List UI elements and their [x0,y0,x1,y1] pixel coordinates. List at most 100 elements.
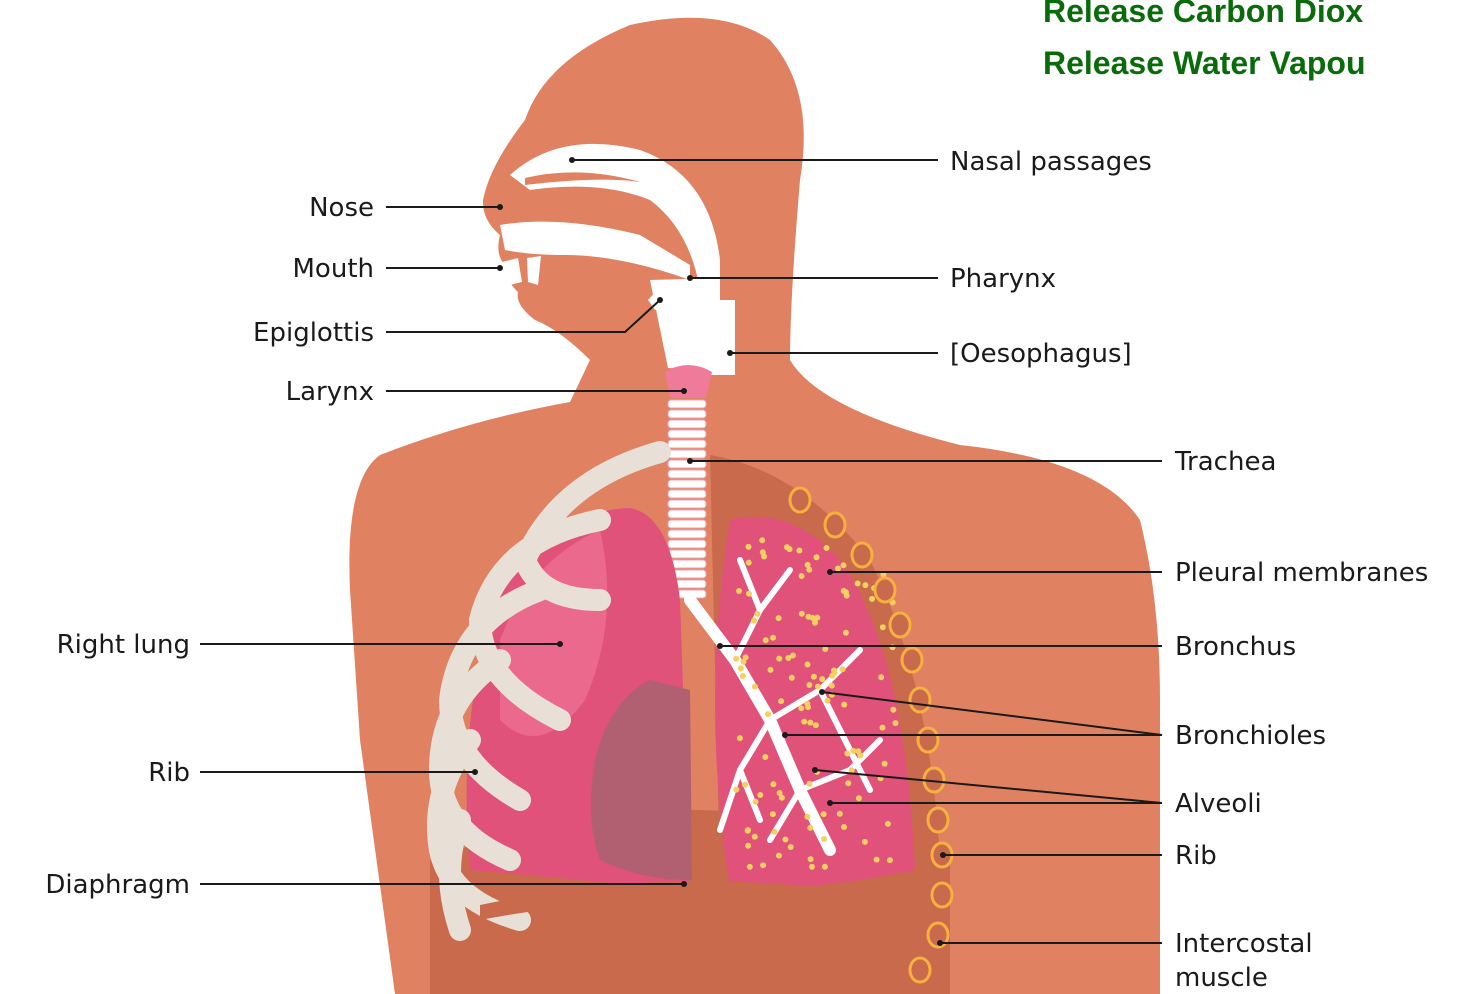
alveolus [837,811,843,817]
intercostal-segment [902,648,922,672]
alveolus [770,811,776,817]
alveolus [862,839,868,845]
intercostal-segment [825,513,845,537]
intercostal-segment [890,613,910,637]
alveolus [753,799,759,805]
alveolus [821,811,827,817]
alveolus [825,698,831,704]
label-nose: Nose [309,193,374,223]
alveolus [855,581,861,587]
alveolus [760,549,766,555]
label-trachea: Trachea [1174,447,1276,477]
alveolus [811,674,817,680]
alveolus [745,843,751,849]
alveolus [804,701,810,707]
alveolus [814,554,820,560]
label-intercostal-line-1: Intercostal [1175,929,1313,959]
alveolus [746,544,752,550]
intercostal-segment [932,883,952,907]
trachea-ring [668,520,706,528]
intercostal-segment [790,488,810,512]
alveolus [844,593,850,599]
alveolus [805,562,811,568]
alveolus [844,751,850,757]
alveolus [856,795,862,801]
label-pharynx: Pharynx [950,264,1056,294]
alveolus [890,707,896,713]
trachea-ring [668,540,706,548]
trachea-ring [668,420,706,428]
alveolus [807,720,813,726]
label-right-lung: Right lung [57,630,190,660]
alveolus [782,837,788,843]
alveolus [815,684,821,690]
alveolus [801,719,807,725]
trachea-ring [668,400,706,408]
alveolus [805,662,811,668]
trachea-ring [668,490,706,498]
alveolus [880,624,886,630]
alveolus [738,665,744,671]
alveolus [757,792,763,798]
trachea-ring [668,530,706,538]
intercostal-segment [918,728,938,752]
alveolus [799,573,805,579]
alveolus [822,864,828,870]
alveolus [770,781,776,787]
alveolus [885,821,891,827]
alveolus [813,722,819,728]
trachea-ring [668,430,706,438]
alveolus [862,582,868,588]
alveolus [878,674,884,680]
alveolus [752,684,758,690]
alveolus [762,754,768,760]
alveolus [831,668,837,674]
alveolus [893,720,899,726]
alveolus [841,824,847,830]
label-bronchus: Bronchus [1175,632,1296,662]
intercostal-segment [910,958,930,982]
alveolus [752,834,758,840]
trachea-ring [668,480,706,488]
alveolus [777,790,783,796]
alveolus [829,683,835,689]
alveolus [882,761,888,767]
alveolus [835,566,841,572]
trachea-ring [668,440,706,448]
header-line-1: Release Carbon Diox [1043,0,1363,29]
alveolus [880,725,886,731]
alveolus [778,698,784,704]
alveolus [747,864,753,870]
alveolus [785,655,791,661]
alveolus [787,546,793,552]
alveolus [776,656,782,662]
trachea-ring [668,510,706,518]
alveolus [845,780,851,786]
alveolus [798,705,804,711]
alveolus [765,711,771,717]
alveolus [789,675,795,681]
intercostal-segment [928,808,948,832]
alveolus [760,862,766,868]
label-intercostal-line-2: muscle [1175,963,1268,993]
alveolus [821,836,827,842]
label-mouth: Mouth [293,254,375,284]
alveolus [776,853,782,859]
label-alveoli: Alveoli [1175,789,1262,819]
alveolus [740,673,746,679]
label-rib-left: Rib [148,758,190,788]
intercostal-segment [910,688,930,712]
trachea-ring [668,550,706,558]
trachea-ring [668,410,706,418]
alveolus [759,537,765,543]
intercostal-segment [875,578,895,602]
alveolus [819,676,825,682]
header-line-2: Release Water Vapou [1043,45,1366,81]
alveolus [751,618,757,624]
label-epiglottis: Epiglottis [253,318,374,348]
trachea-ring [668,450,706,458]
alveolus [742,782,748,788]
alveolus [736,588,742,594]
alveolus [733,656,739,662]
alveolus [841,562,847,568]
